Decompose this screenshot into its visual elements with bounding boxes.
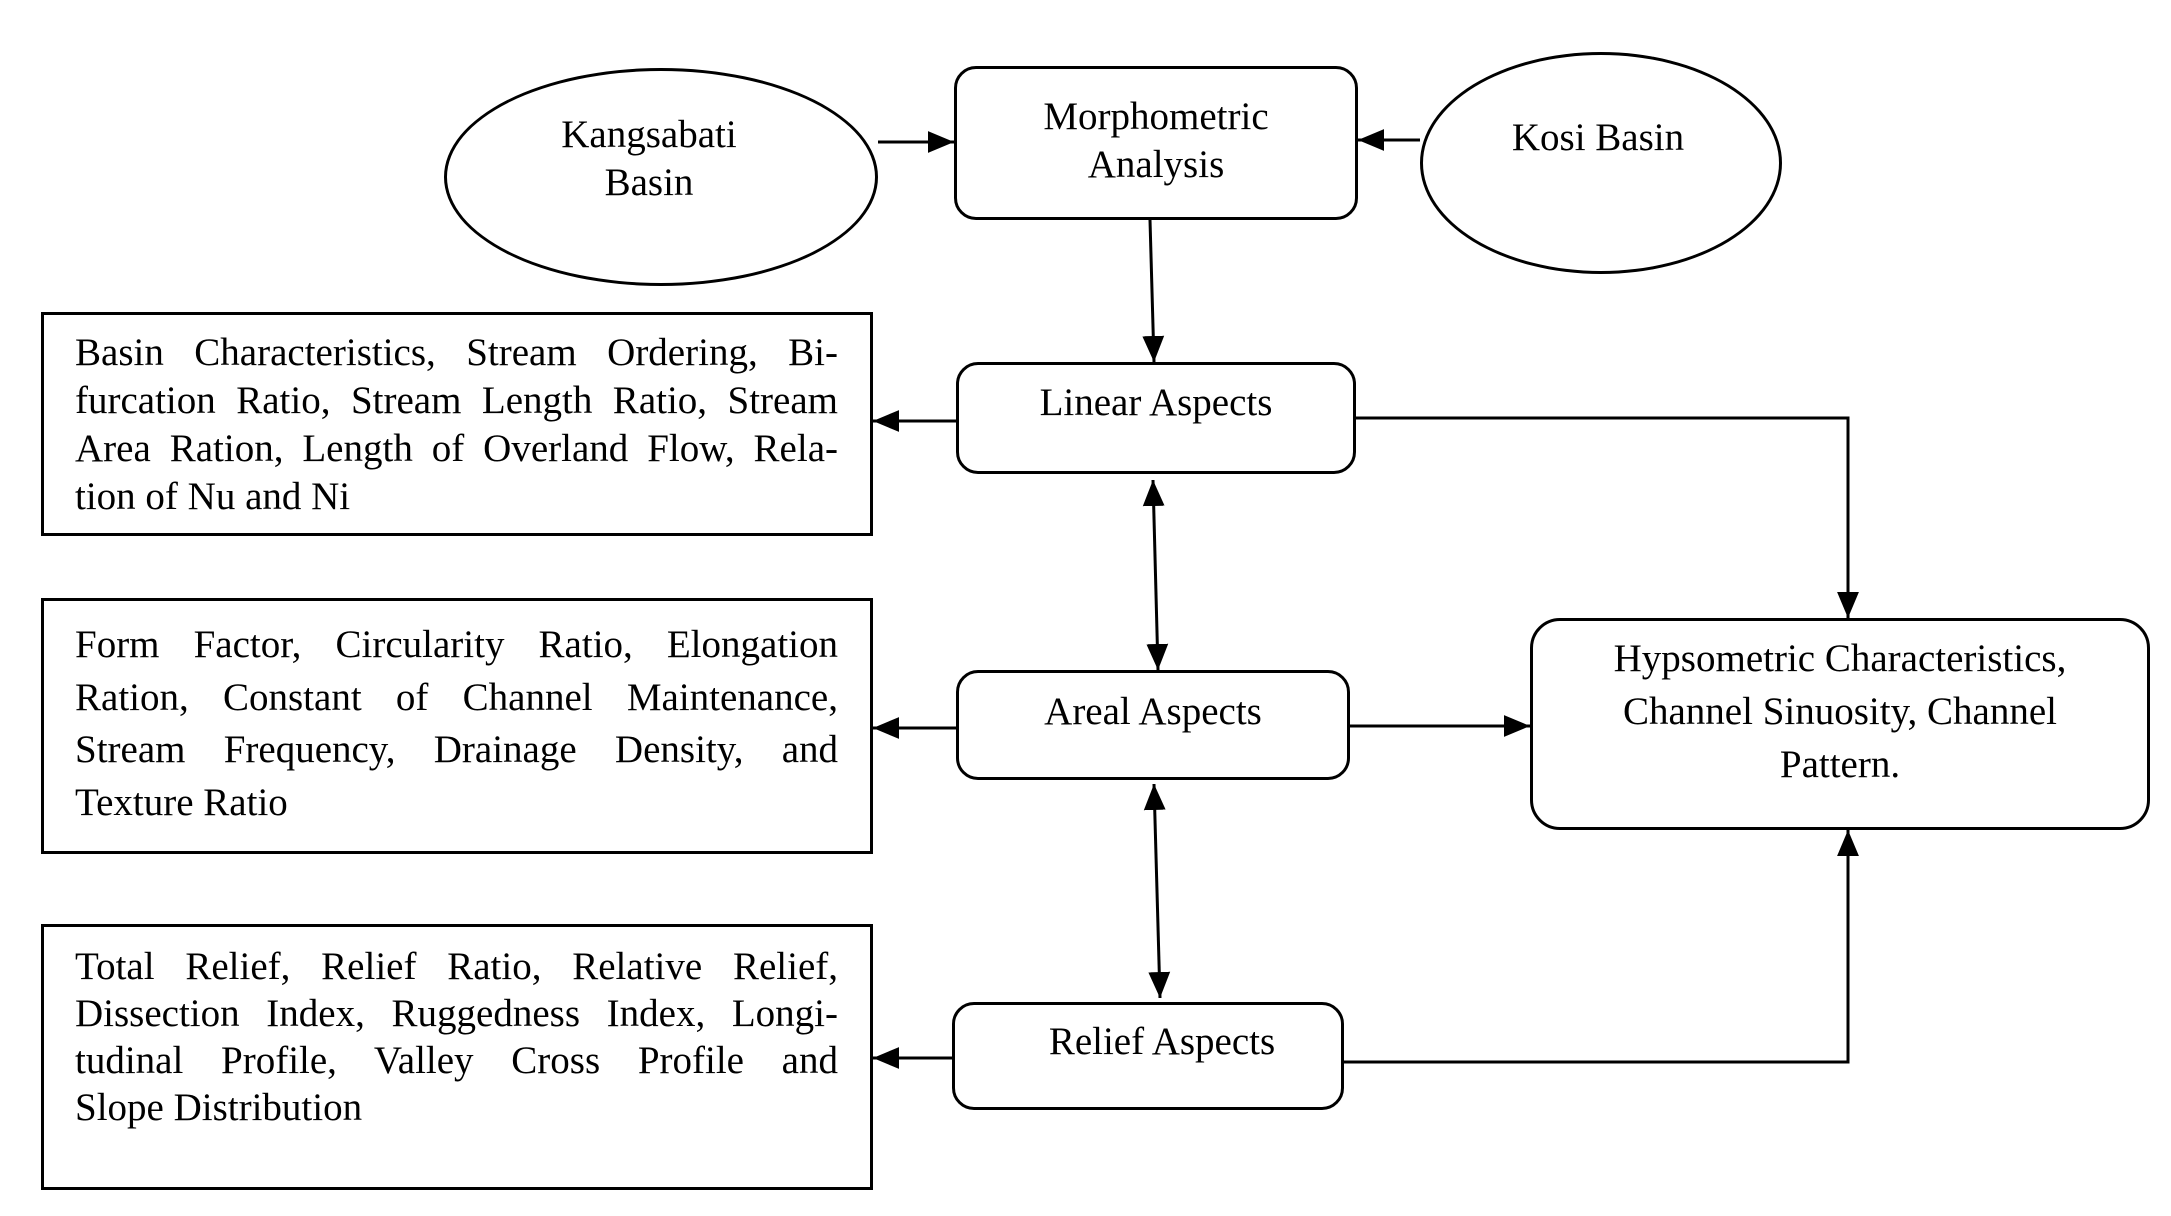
morphometric-analysis-label: Morphometric Analysis bbox=[1043, 95, 1269, 186]
kosi-basin-node: Kosi Basin bbox=[1420, 52, 1782, 274]
areal-aspects-node: Areal Aspects bbox=[956, 670, 1350, 780]
kangsabati-basin-node: Kangsabati Basin bbox=[444, 68, 878, 286]
kangsabati-basin-label: Kangsabati Basin bbox=[561, 113, 737, 204]
relief-aspects-node: Relief Aspects bbox=[952, 1002, 1344, 1110]
arrow-linear-to-hypsometric bbox=[1356, 416, 1859, 618]
morphometric-analysis-node: Morphometric Analysis bbox=[954, 66, 1358, 220]
description-line: tudinal Profile, Valley Cross Profile an… bbox=[75, 1039, 838, 1082]
description-line: Ration, Constant of Channel Maintenance, bbox=[75, 675, 838, 719]
relief-aspects-description: Total Relief, Relief Ratio, Relative Rel… bbox=[41, 924, 873, 1190]
hypsometric-characteristics-node: Hypsometric Characteristics, Channel Sin… bbox=[1530, 618, 2150, 830]
hypsometric-characteristics-label: Hypsometric Characteristics, Channel Sin… bbox=[1613, 636, 2067, 786]
arrow-linear-areal bbox=[1142, 479, 1169, 671]
description-line: Texture Ratio bbox=[75, 780, 288, 824]
description-line: Total Relief, Relief Ratio, Relative Rel… bbox=[75, 945, 838, 988]
arrow-morphometric-to-linear bbox=[1142, 219, 1165, 363]
linear-aspects-description: Basin Characteristics, Stream Ordering, … bbox=[41, 312, 873, 536]
kosi-basin-label: Kosi Basin bbox=[1511, 116, 1685, 160]
description-line: furcation Ratio, Stream Length Ratio, St… bbox=[75, 379, 838, 422]
linear-aspects-label: Linear Aspects bbox=[1039, 381, 1273, 425]
description-line: Area Ration, Length of Overland Flow, Re… bbox=[75, 427, 838, 470]
areal-aspects-label: Areal Aspects bbox=[1044, 690, 1262, 734]
relief-aspects-label: Relief Aspects bbox=[1048, 1020, 1276, 1064]
linear-aspects-node: Linear Aspects bbox=[956, 362, 1356, 474]
description-line: Basin Characteristics, Stream Ordering, … bbox=[75, 331, 838, 374]
arrow-relief-to-hypsometric bbox=[1344, 830, 1859, 1064]
areal-aspects-description: Form Factor, Circularity Ratio, Elongati… bbox=[41, 598, 873, 854]
description-line: tion of Nu and Ni bbox=[75, 475, 351, 518]
description-line: Form Factor, Circularity Ratio, Elongati… bbox=[75, 623, 838, 666]
arrow-areal-relief bbox=[1143, 783, 1171, 999]
description-line: Stream Frequency, Drainage Density, and bbox=[75, 728, 838, 771]
description-line: Dissection Index, Ruggedness Index, Long… bbox=[75, 992, 838, 1035]
description-line: Slope Distribution bbox=[75, 1086, 363, 1129]
